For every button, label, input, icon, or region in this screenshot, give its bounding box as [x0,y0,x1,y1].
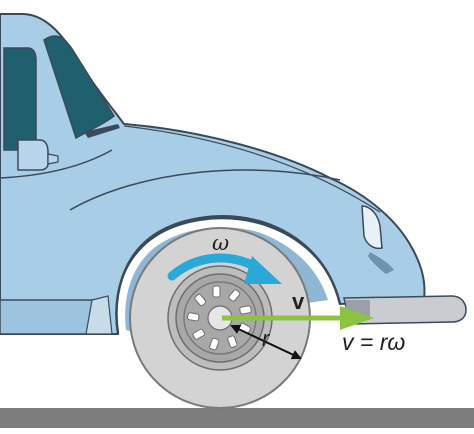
windshield [43,35,115,140]
headlight-shadow [368,252,394,274]
wheel-arch [115,215,342,335]
hood-crease [123,125,381,213]
velocity-label: v [292,289,305,314]
angular-velocity-arrow [167,253,282,284]
curved-arrowhead [244,256,282,284]
side-window [3,47,37,151]
radius-label: r [262,326,271,351]
side-mirror [17,139,59,171]
equation-label: v = rω [342,329,405,355]
radius-arrow [230,324,302,360]
turn-signal [361,205,383,250]
fender-line [69,169,341,211]
right-arrow-icon [340,306,374,330]
ground [0,408,474,428]
omega-label: ω [212,231,229,255]
wiper [84,124,120,138]
body-line [0,149,113,179]
velocity-arrow [222,306,374,330]
skirt [85,295,113,335]
